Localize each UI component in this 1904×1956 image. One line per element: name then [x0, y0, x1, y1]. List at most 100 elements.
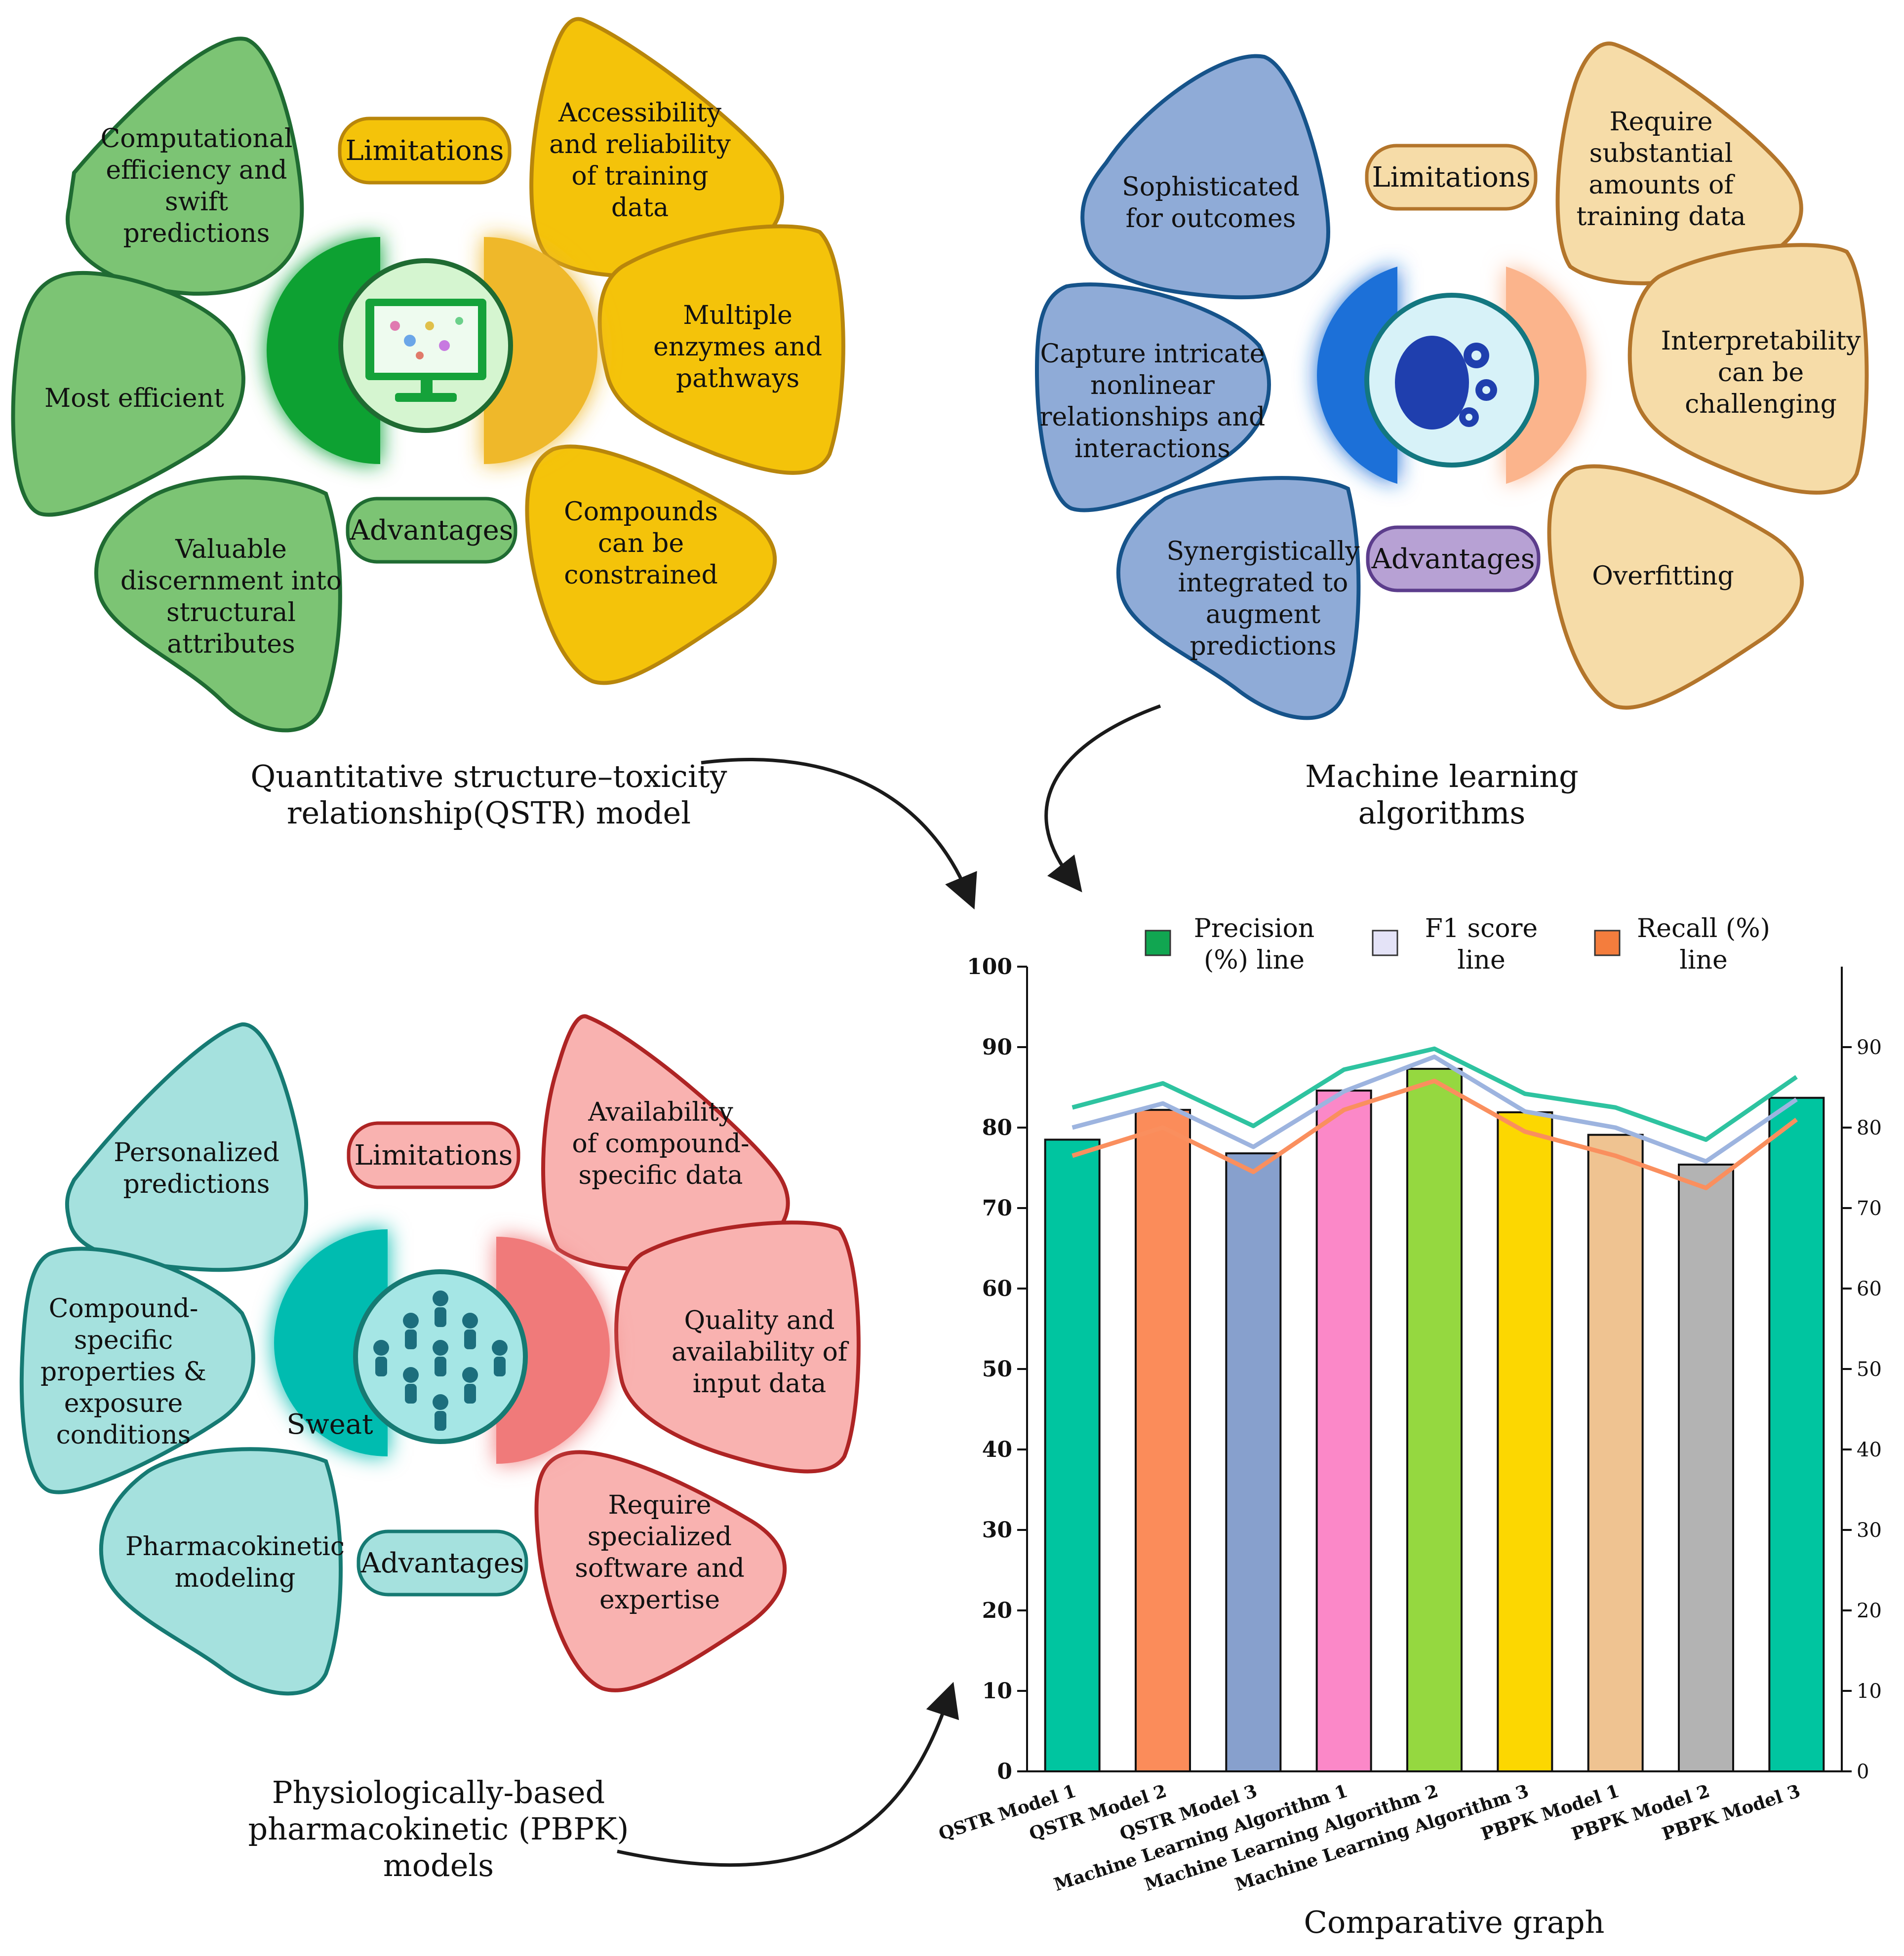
pbpk-limitation-petal-2: [614, 1220, 861, 1474]
text-line: Personalized: [114, 1138, 279, 1168]
y2-tick-label: 30: [1857, 1519, 1882, 1542]
text-line: attributes: [167, 629, 295, 659]
y-tick-label: 0: [997, 1759, 1012, 1784]
text-line: specific data: [578, 1161, 743, 1190]
ml-hub-left: [1317, 267, 1397, 484]
legend-swatch: [1145, 930, 1171, 956]
text-line: Compound-: [49, 1294, 198, 1324]
legend-label-line1: F1 score: [1425, 914, 1538, 943]
text-line: models: [383, 1847, 494, 1883]
text-line: relationships and: [1040, 402, 1266, 432]
ml-limitations-pill: [1365, 144, 1538, 211]
people-network-icon: [373, 1291, 508, 1431]
pbpk-hub-right: [496, 1237, 610, 1464]
text-line: Compounds: [564, 497, 718, 527]
series-line: [1071, 1046, 1798, 1142]
y-tick-label: 60: [982, 1276, 1012, 1301]
qstr-advantages-label: Advantages: [350, 514, 514, 547]
qstr-limitations-label: Limitations: [346, 135, 504, 167]
y2-tick-label: 80: [1857, 1117, 1882, 1139]
ml-to-graph-arrow: [1044, 704, 1161, 893]
y2-tick-label: 40: [1857, 1439, 1882, 1461]
text-line: Require: [608, 1490, 712, 1520]
chart-bar: [1587, 1134, 1644, 1772]
series-line: [1071, 1055, 1798, 1164]
y-tick-label: 50: [982, 1357, 1012, 1382]
qstr-advantage-petal-2: [11, 271, 245, 517]
text-line: substantial: [1589, 139, 1733, 168]
text-line: Synergistically: [1166, 537, 1360, 566]
text-line: challenging: [1685, 390, 1837, 419]
text-line: Accessibility: [558, 98, 722, 128]
legend-label-line2: line: [1457, 945, 1506, 975]
ml-hub-right: [1506, 267, 1587, 484]
ml-advantages-pill: [1366, 525, 1541, 592]
ml-limitation-petal-2: [1627, 243, 1869, 495]
text-line: conditions: [56, 1420, 191, 1450]
text-line: Computational: [100, 124, 292, 154]
text-line: availability of: [672, 1337, 849, 1367]
chart-bar: [1678, 1163, 1734, 1772]
pbpk-advantage-petal-3: [99, 1447, 343, 1696]
text-line: can be: [1718, 358, 1804, 388]
text-line: discernment into: [120, 566, 342, 596]
text-line: Physiologically-based: [272, 1774, 605, 1810]
y-tick-label: 100: [967, 954, 1012, 979]
text-line: specific: [74, 1326, 173, 1355]
pbpk-limitations-pill: [347, 1121, 520, 1189]
y2-tick-label: 50: [1857, 1358, 1882, 1381]
y2-tick-label: 90: [1857, 1036, 1882, 1059]
legend-swatch: [1594, 930, 1621, 956]
text-line: Multiple: [683, 301, 793, 330]
y2-tick-label: 20: [1857, 1600, 1882, 1622]
text-line: structural: [166, 598, 296, 627]
pbpk-advantages-pill: [357, 1529, 528, 1597]
ml-limitation-text-3: Overfitting: [1592, 561, 1734, 591]
text-line: efficiency and: [106, 156, 287, 185]
chart-bar: [1315, 1090, 1372, 1772]
ml-advantage-petal-1: [1080, 54, 1331, 300]
text-line: predictions: [123, 219, 270, 248]
legend-swatch: [1372, 930, 1398, 956]
chart-bars: [1044, 1068, 1825, 1772]
text-line: Most efficient: [44, 384, 224, 413]
chart-bar: [1497, 1111, 1553, 1772]
text-line: training data: [1576, 202, 1745, 232]
brain-gears-icon: [1395, 336, 1497, 430]
pbpk-limitation-petal-3: [534, 1450, 787, 1692]
series-line: [1071, 1078, 1798, 1190]
text-line: of training: [571, 161, 708, 191]
pbpk-advantage-petal-2: [19, 1247, 255, 1494]
text-line: Machine learning: [1305, 758, 1579, 794]
text-line: swift: [165, 187, 228, 217]
chart-bar: [1135, 1109, 1191, 1772]
y-tick-label: 10: [982, 1679, 1012, 1704]
pbpk-hub-left: [274, 1229, 388, 1456]
text-line: data: [611, 193, 669, 223]
text-line: Sophisticated: [1122, 172, 1300, 202]
text-line: Quantitative structure–toxicity: [250, 758, 727, 794]
text-line: Interpretability: [1661, 326, 1861, 356]
chart-bar: [1044, 1138, 1101, 1772]
text-line: predictions: [1190, 631, 1337, 661]
chart-caption: Comparative graph: [1304, 1904, 1605, 1940]
text-line: of compound-: [572, 1129, 749, 1159]
qstr-advantages-pill: [346, 497, 517, 564]
text-line: can be: [598, 529, 684, 558]
y-tick-label: 30: [982, 1518, 1012, 1543]
text-line: Pharmacokinetic: [125, 1532, 345, 1562]
